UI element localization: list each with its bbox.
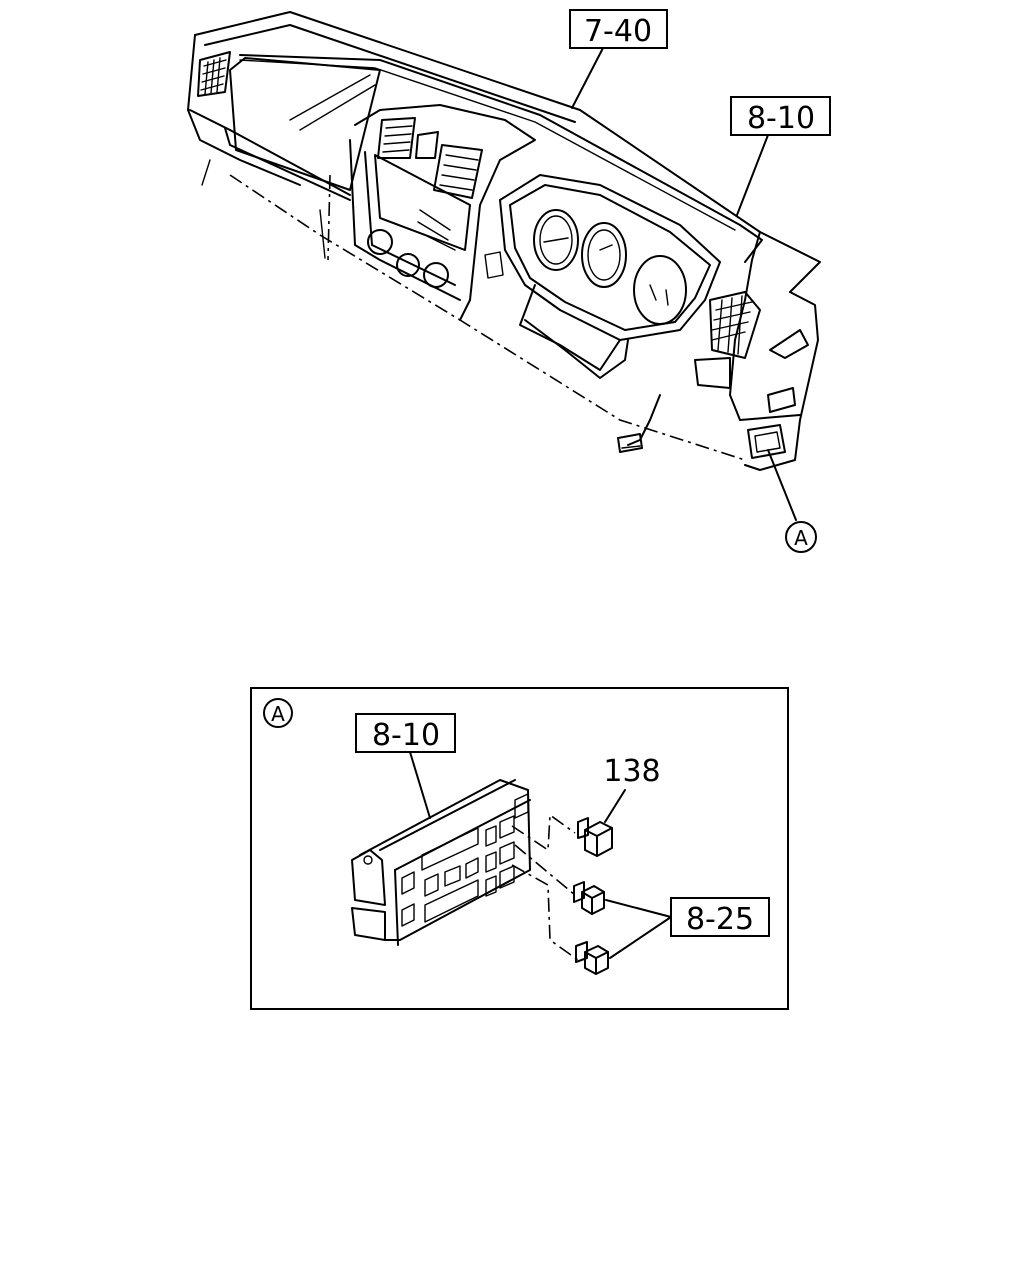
control-module [351,779,531,946]
left-air-vent [197,51,231,97]
callout-a-top: A [767,449,817,553]
center-console [349,104,536,321]
detail-view-a: A 8-10 [250,687,789,1010]
ref-label-7-40: 7-40 [569,9,668,109]
instrument-cluster [499,174,721,379]
callout-a-top-text: A [794,526,808,550]
controller-location [747,424,786,459]
dashboard-illustration [187,11,821,471]
ref-label-7-40-text: 7-40 [584,14,652,49]
ref-label-8-10-detail: 8-10 [355,713,456,819]
connector-138 [577,817,613,857]
ref-label-8-10-detail-text: 8-10 [372,718,440,753]
callout-a-detail-text: A [271,702,285,726]
ref-label-8-10-top: 8-10 [730,96,831,216]
label-138-text: 138 [603,754,660,789]
ref-label-8-25: 8-25 [605,897,770,959]
right-air-vent [694,291,761,389]
ref-label-8-25-text: 8-25 [686,902,754,937]
connector-8-25-b [575,941,609,975]
ref-label-8-10-top-text: 8-10 [747,101,815,136]
callout-a-detail: A [263,698,293,728]
connector-8-25-a [573,881,605,915]
label-138: 138 [603,754,661,823]
